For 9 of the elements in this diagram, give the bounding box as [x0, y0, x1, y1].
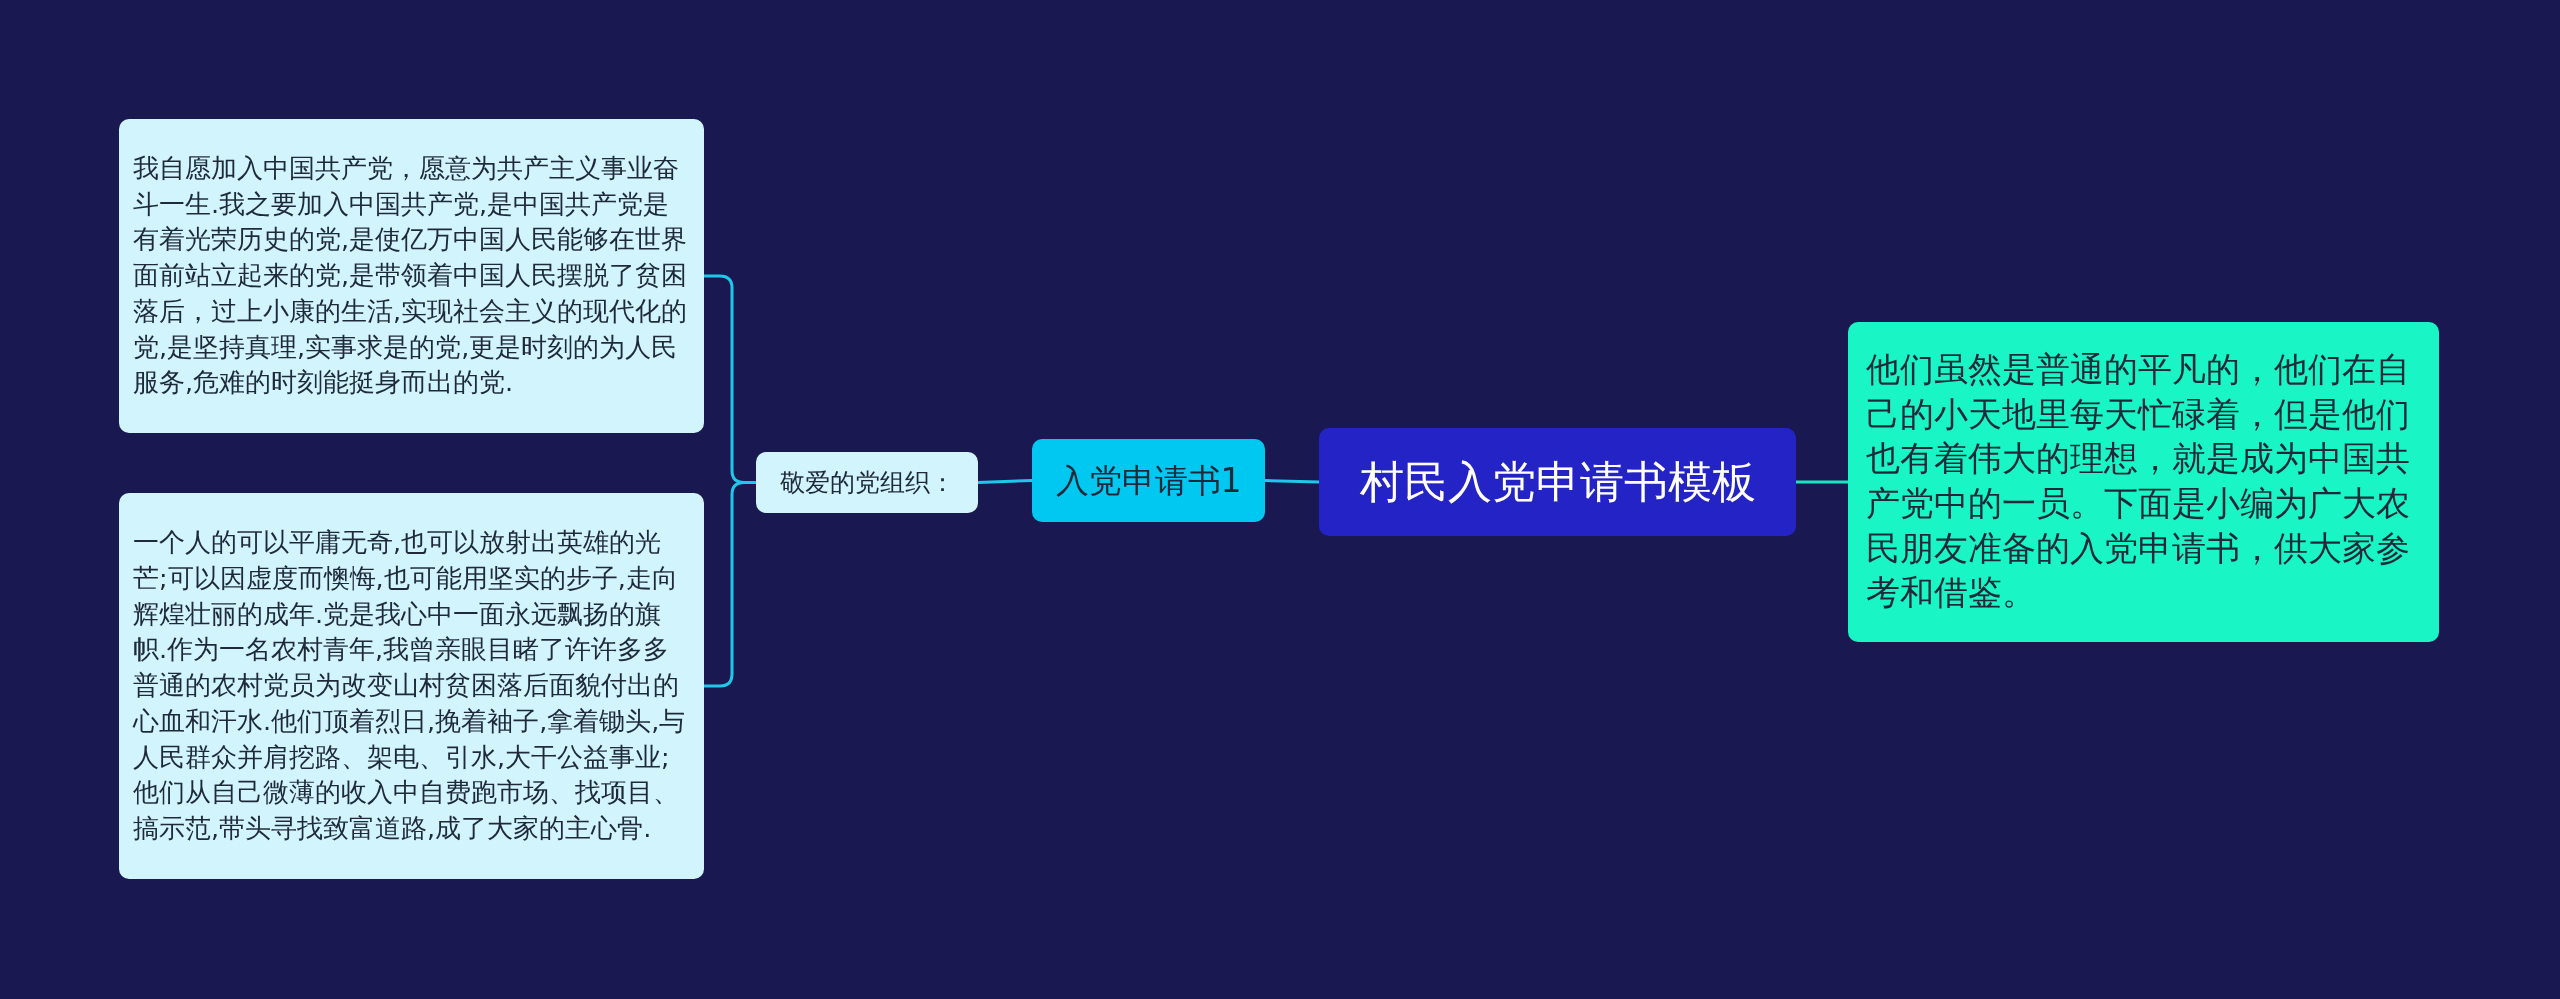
- topic-box: 敬爱的党组织：: [756, 452, 978, 513]
- connector-line: [1264, 479, 1320, 484]
- note-box: 一个人的可以平庸无奇,也可以放射出英雄的光芒;可以因虚度而懊悔,也可能用坚实的步子,走向辉煌壮丽的成年.党是我心中一面永远飘扬的旗帜.作为一名农村青年,我曾亲眼目睹了许许多多普通的农村党员为改变山村贫困落后面貌付出的心血和汗水.他们顶着烈日,挽着袖子,拿着锄头,与人民群众并肩挖路、架电、引水,大干公益事业;他们从自己微薄的收入中自费跑市场、找项目、搞示范,带头寻找致富道路,成了大家的主心骨.: [119, 493, 704, 879]
- connector-line: [977, 479, 1033, 484]
- connector-line: [1796, 480, 1848, 484]
- note-box: 我自愿加入中国共产党，愿意为共产主义事业奋斗一生.我之要加入中国共产党,是中国共产党是有着光荣历史的党,是使亿万中国人民能够在世界面前站立起来的党,是带领着中国人民摆脱了贫困落后，过上小康的生活,实现社会主义的现代化的党,是坚持真理,实事求是的党,更是时刻的为人民服务,危难的时刻能挺身而出的党.: [119, 119, 704, 433]
- root-topic-box: 村民入党申请书模板: [1319, 428, 1796, 536]
- note-box: 他们虽然是普通的平凡的，他们在自己的小天地里每天忙碌着，但是他们也有着伟大的理想，就是成为中国共产党中的一员。下面是小编为广大农民朋友准备的入党申请书，供大家参考和借鉴。: [1848, 322, 2439, 642]
- topic-box: 入党申请书1: [1032, 439, 1265, 522]
